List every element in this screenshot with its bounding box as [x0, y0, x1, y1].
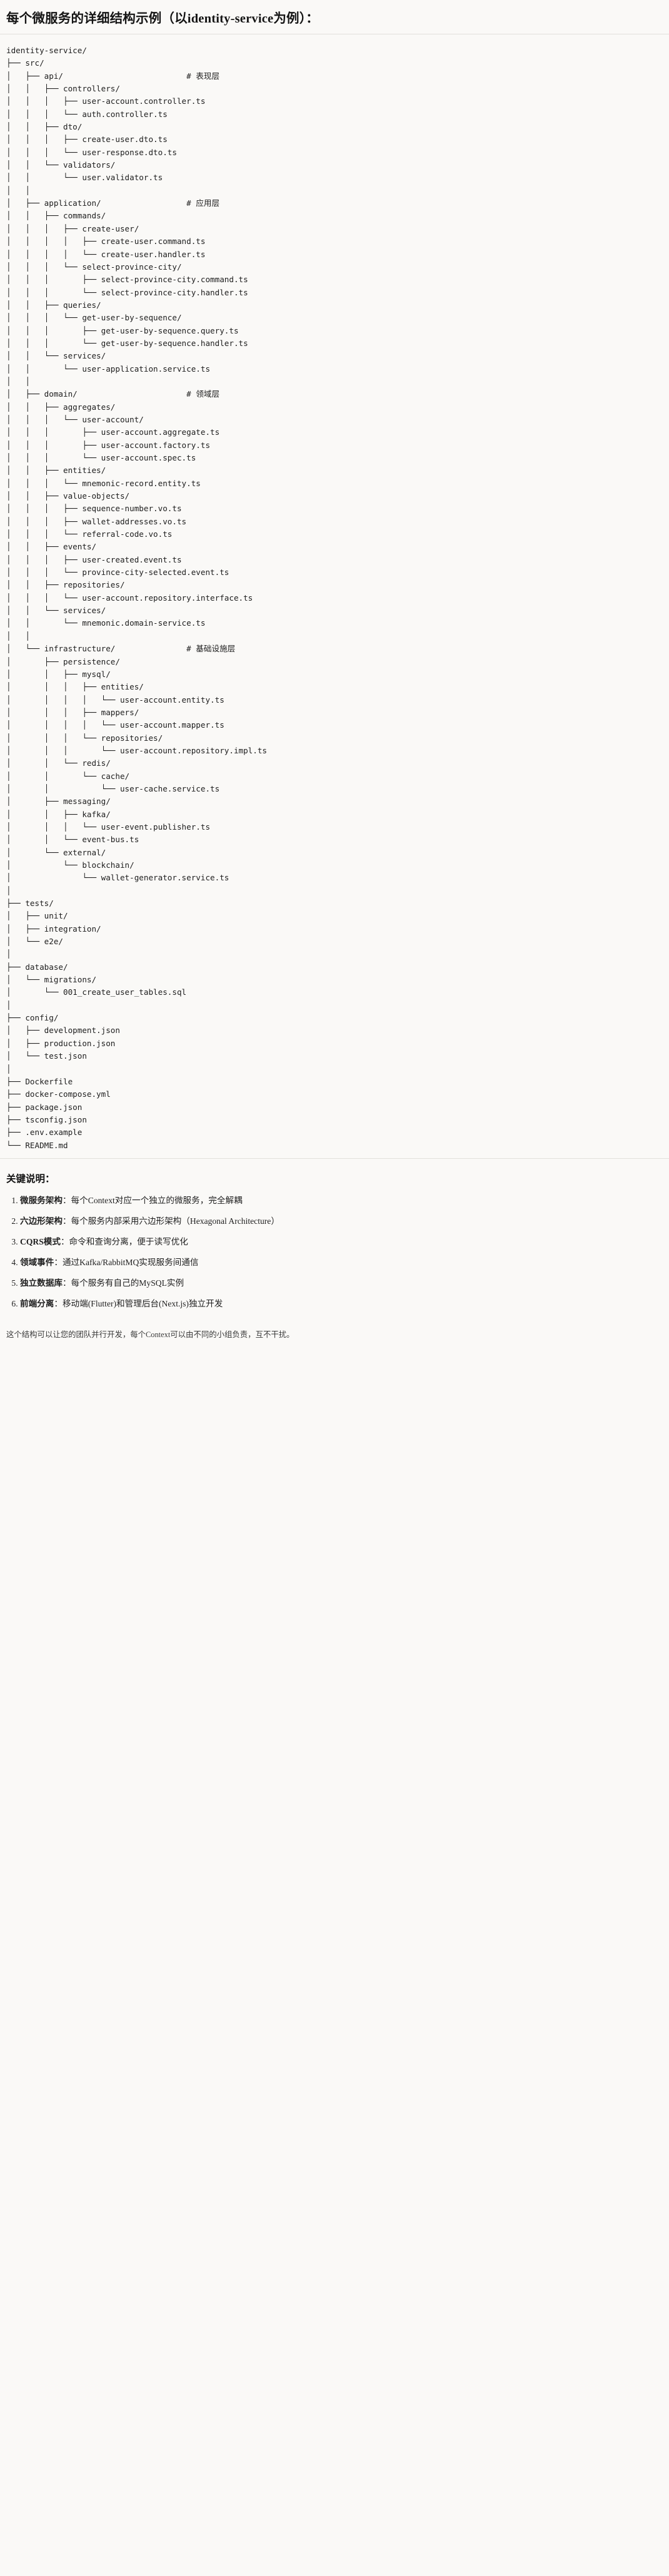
key-points-block: 关键说明： 微服务架构：每个Context对应一个独立的微服务，完全解耦六边形架…	[0, 1158, 669, 1323]
key-point-item: 领域事件：通过Kafka/RabbitMQ实现服务间通信	[20, 1256, 663, 1269]
key-points-list: 微服务架构：每个Context对应一个独立的微服务，完全解耦六边形架构：每个服务…	[6, 1194, 663, 1310]
key-point-term: 领域事件	[20, 1258, 54, 1268]
closing-paragraph: 这个结构可以让您的团队并行开发，每个Context可以由不同的小组负责，互不干扰…	[6, 1330, 294, 1340]
document-page: 每个微服务的详细结构示例（以identity-service为例）： ident…	[0, 0, 669, 1350]
key-point-item: 六边形架构：每个服务内部采用六边形架构（Hexagonal Architectu…	[20, 1214, 663, 1228]
directory-tree-block: identity-service/ ├── src/ │ ├── api/ # …	[0, 34, 669, 1158]
key-point-description: ：每个Context对应一个独立的微服务，完全解耦	[62, 1195, 243, 1205]
tree-divider	[0, 1158, 669, 1159]
page-title: 每个微服务的详细结构示例（以identity-service为例）：	[6, 12, 319, 26]
key-point-description: ：每个服务内部采用六边形架构（Hexagonal Architecture）	[62, 1216, 279, 1226]
key-point-term: 六边形架构	[20, 1216, 63, 1226]
key-point-term: 微服务架构	[20, 1195, 63, 1205]
key-point-term: 独立数据库	[20, 1278, 63, 1288]
key-point-term: 前端分离	[20, 1299, 54, 1309]
key-point-item: CQRS模式：命令和查询分离，便于读写优化	[20, 1235, 663, 1248]
key-point-item: 独立数据库：每个服务有自己的MySQL实例	[20, 1276, 663, 1290]
key-point-description: ：移动端(Flutter)和管理后台(Next.js)独立开发	[54, 1299, 223, 1309]
directory-tree: identity-service/ ├── src/ │ ├── api/ # …	[6, 46, 268, 1150]
key-point-item: 微服务架构：每个Context对应一个独立的微服务，完全解耦	[20, 1194, 663, 1207]
key-point-description: ：通过Kafka/RabbitMQ实现服务间通信	[54, 1258, 199, 1268]
key-point-term: CQRS模式	[20, 1237, 61, 1247]
key-point-item: 前端分离：移动端(Flutter)和管理后台(Next.js)独立开发	[20, 1297, 663, 1310]
key-point-description: ：每个服务有自己的MySQL实例	[62, 1278, 184, 1288]
key-point-description: ：命令和查询分离，便于读写优化	[60, 1237, 188, 1247]
key-points-title: 关键说明：	[6, 1173, 55, 1184]
